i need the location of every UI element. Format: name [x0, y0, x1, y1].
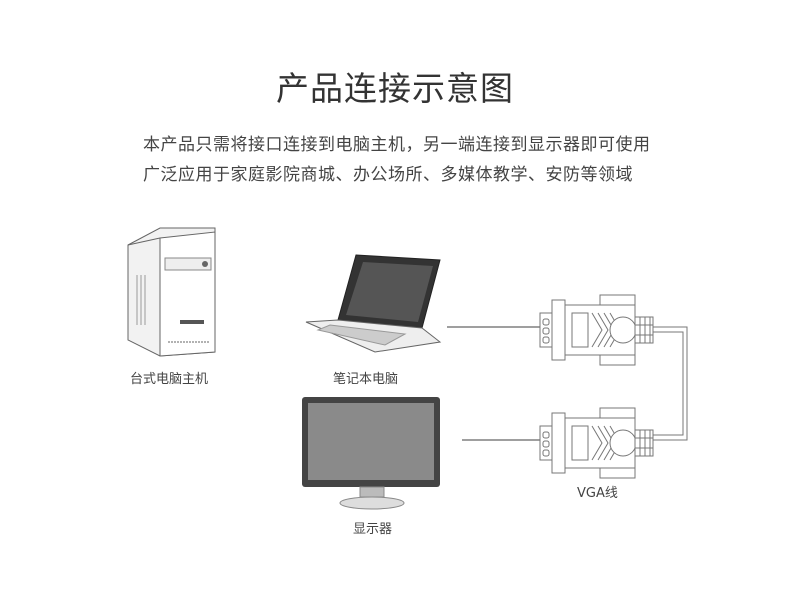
desktop-label: 台式电脑主机 — [130, 372, 209, 387]
description-line-1: 本产品只需将接口连接到电脑主机，另一端连接到显示器即可使用 — [143, 135, 651, 155]
description-line-2: 广泛应用于家庭影院商城、办公场所、多媒体教学、安防等领域 — [143, 165, 633, 185]
desktop-pc-illustration — [127, 227, 216, 357]
page-title: 产品连接示意图 — [276, 69, 514, 108]
monitor-illustration — [302, 397, 440, 510]
laptop-illustration — [305, 254, 442, 353]
monitor-label: 显示器 — [353, 522, 393, 537]
laptop-label: 笔记本电脑 — [333, 372, 399, 387]
vga-cable-illustration — [447, 294, 688, 479]
vga-cable-label: VGA线 — [577, 486, 618, 501]
